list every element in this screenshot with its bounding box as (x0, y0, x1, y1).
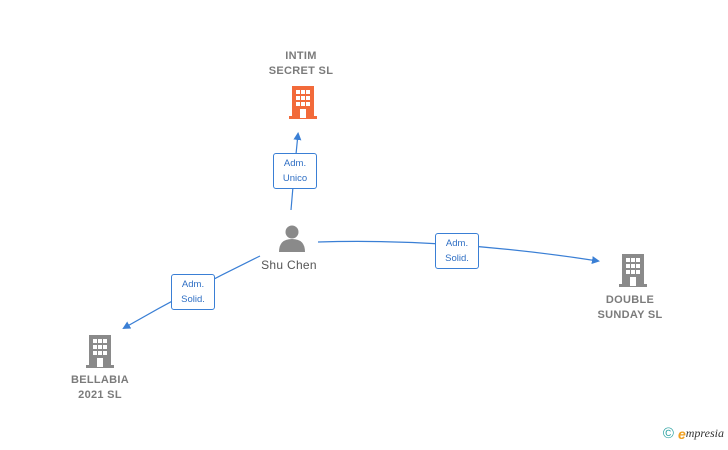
company-label-bellabia[interactable]: BELLABIA 2021 SL (70, 374, 129, 401)
brand-text: mpresia (685, 426, 724, 440)
copyright-icon: © (662, 425, 674, 442)
company-label-double-sunday[interactable]: DOUBLE SUNDAY SL (597, 294, 663, 321)
edge-label-adm-solid-double[interactable]: Adm. Solid. (435, 233, 479, 269)
person-icon[interactable] (278, 224, 306, 252)
edge-label-adm-solid-bellabia[interactable]: Adm. Solid. (171, 274, 215, 310)
company-label-intim-secret[interactable]: INTIM SECRET SL (268, 50, 334, 77)
building-icon[interactable] (288, 84, 318, 120)
empresia-logo: © e mpresia (663, 425, 724, 442)
brand-e: e (677, 425, 686, 442)
person-label-shu-chen[interactable]: Shu Chen (261, 258, 317, 272)
building-icon[interactable] (85, 333, 115, 369)
building-icon[interactable] (618, 252, 648, 288)
edge-label-adm-unico[interactable]: Adm. Unico (273, 153, 317, 189)
